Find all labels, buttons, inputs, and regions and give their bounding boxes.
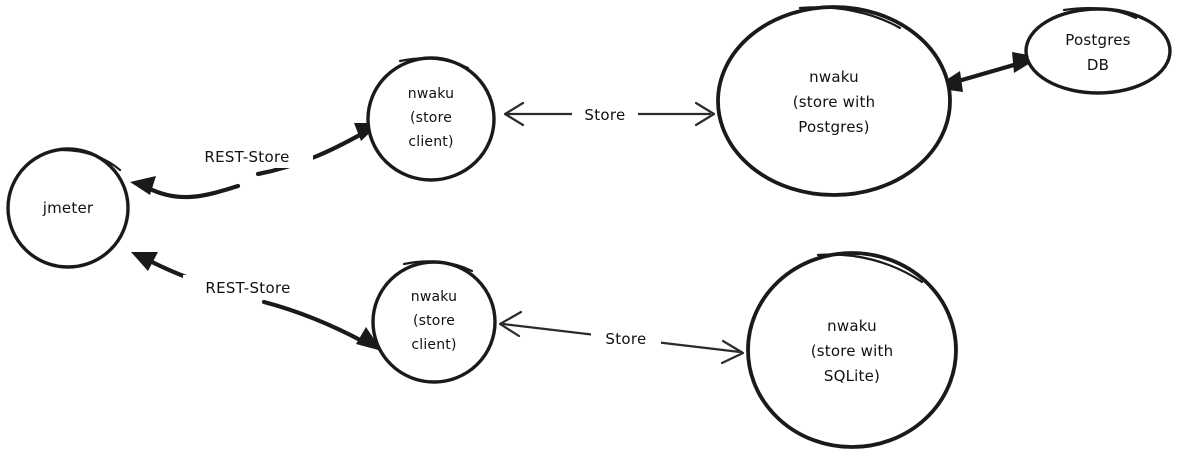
store-bottom-arrowhead-right [720,339,745,365]
node-store-with-postgres[interactable]: nwaku (store with Postgres) [716,5,952,197]
node-store-client-bottom-label-line-1: nwaku [411,289,457,305]
edge-label-rest-store-top: REST-Store [204,148,289,166]
edge-store-bottom: Store [498,310,745,365]
node-store-with-postgres-label-line-2: (store with [793,93,876,111]
node-store-client-top-label-line-2: (store [410,110,452,126]
node-store-client-bottom-label-line-2: (store [413,313,455,329]
rest-store-bottom-shaft-right [261,299,367,345]
edge-rest-store-bottom: REST-Store [131,252,382,351]
node-postgres-db-label-line-2: DB [1087,56,1109,74]
edge-rest-store-top: REST-Store [130,123,380,200]
postgres-link-shaft [952,59,1027,85]
node-store-client-top[interactable]: nwaku (store client) [366,56,496,182]
node-store-with-postgres-label-line-1: nwaku [809,68,859,86]
node-store-with-postgres-sketch-stroke [798,6,902,30]
node-store-with-sqlite-shape[interactable] [746,251,958,449]
node-store-client-bottom-label-line-3: client) [411,337,456,353]
store-bottom-arrowhead-left [498,310,523,338]
node-store-client-bottom[interactable]: nwaku (store client) [371,260,497,384]
node-postgres-db-sketch-stroke [1062,6,1138,20]
node-store-with-sqlite[interactable]: nwaku (store with SQLite) [746,251,958,449]
store-top-arrowhead-left [503,101,525,127]
edge-label-store-bottom: Store [605,330,646,348]
node-jmeter-shape[interactable] [6,147,130,269]
node-store-with-sqlite-label-line-3: SQLite) [824,367,880,385]
node-jmeter-label-line-1: jmeter [42,199,94,217]
node-store-with-sqlite-label-line-1: nwaku [827,317,877,335]
edge-label-rest-store-bottom: REST-Store [205,279,290,297]
rest-store-top-shaft-left [145,183,241,200]
edge-label-store-top: Store [584,106,625,124]
edge-store-top: Store [503,101,716,127]
node-store-client-top-label-line-1: nwaku [408,86,454,102]
node-postgres-db[interactable]: Postgres DB [1024,6,1172,95]
store-top-arrowhead-right [694,101,716,127]
rest-store-top-arrowhead-left [130,176,156,195]
node-jmeter-sketch-stroke [60,148,122,172]
rest-store-bottom-arrowhead-left [131,252,158,271]
node-store-with-postgres-label-line-3: Postgres) [798,118,869,136]
node-store-with-sqlite-label-line-2: (store with [811,342,894,360]
rest-store-top-label-bg [182,144,313,168]
node-postgres-db-shape[interactable] [1024,7,1172,95]
rest-store-bottom-arrowhead-right [356,327,382,351]
rest-store-bottom-label-bg [183,275,314,299]
node-jmeter[interactable]: jmeter [6,147,130,269]
node-store-with-postgres-shape[interactable] [716,5,952,197]
node-postgres-db-label-line-1: Postgres [1065,31,1130,49]
store-bottom-label-bg [591,326,661,350]
node-store-client-bottom-sketch-stroke [402,260,474,273]
node-store-client-top-label-line-3: client) [408,134,453,150]
node-store-with-sqlite-sketch-stroke [816,253,924,284]
store-top-label-bg [572,102,638,126]
node-store-client-top-sketch-stroke [398,57,470,70]
